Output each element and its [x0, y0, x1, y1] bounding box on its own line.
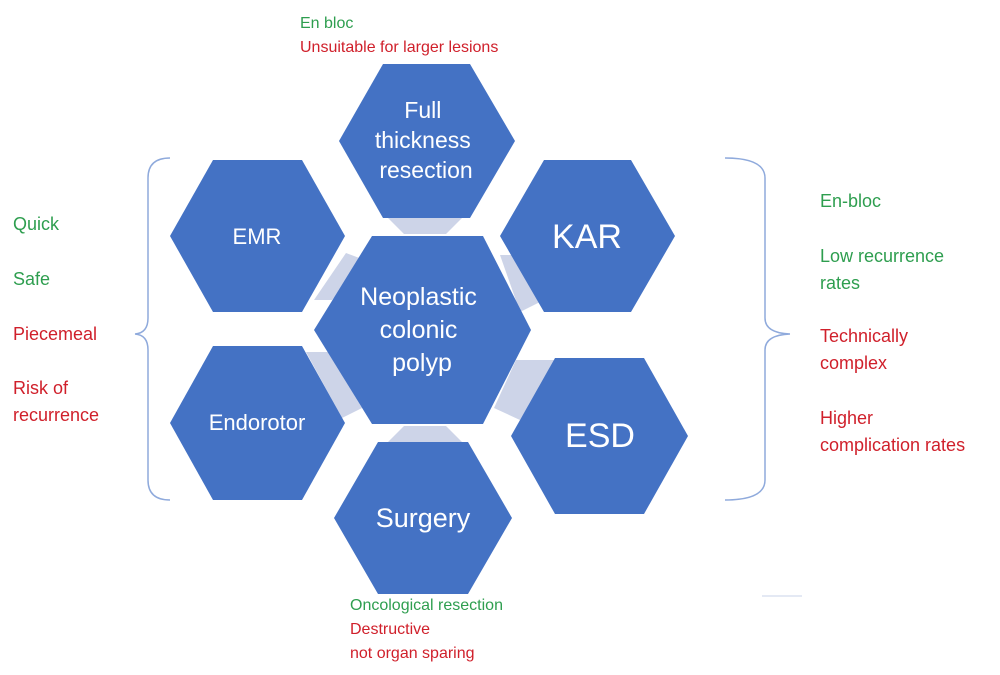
bottom-note-con-1: Destructive	[350, 621, 431, 638]
hexagon-kar-label: KAR	[552, 218, 622, 256]
connector-upper-right	[500, 255, 540, 312]
hexagon-fullthickness-label: Full thickness resection	[375, 97, 477, 183]
fullthickness-line-2: thickness	[375, 127, 471, 153]
right-note-low-line-1: Low recurrence	[820, 246, 945, 266]
hexagon-emr-label: EMR	[233, 224, 282, 249]
right-note-high-line-1: Higher	[820, 408, 874, 428]
left-note-safe: Safe	[13, 269, 51, 289]
hexagon-surgery-label: Surgery	[376, 503, 471, 533]
right-note-tech-line-2: complex	[820, 353, 888, 373]
left-note-piecemeal: Piecemeal	[13, 324, 98, 344]
top-note-pro: En bloc	[300, 15, 354, 32]
connector-top	[388, 218, 462, 234]
left-note-risk-line-2: recurrence	[13, 405, 100, 425]
left-note-risk: Risk of recurrence	[13, 375, 99, 429]
hexagon-center-label: Neoplastic colonic polyp	[360, 283, 484, 377]
hexagon-center	[314, 236, 531, 424]
hexagon-esd-label: ESD	[565, 417, 635, 455]
hexagon-esd	[511, 358, 688, 514]
left-bracket	[134, 157, 171, 501]
connector-bottom	[388, 426, 462, 442]
bottom-note-con-2: not organ sparing	[350, 645, 475, 662]
hexagon-emr	[170, 160, 345, 312]
connectors	[306, 218, 556, 442]
bottom-note: Oncological resection Destructive not or…	[350, 594, 503, 666]
top-note: En bloc Unsuitable for larger lesions	[300, 12, 550, 60]
left-note-risk-line-1: Risk of	[13, 378, 69, 398]
hexagon-surgery	[334, 442, 512, 594]
right-note-tech-line-1: Technically	[820, 326, 909, 346]
connector-lower-right	[494, 360, 556, 420]
hexagon-endorotor-label: Endorotor	[209, 410, 306, 435]
hexagon-kar	[500, 160, 675, 312]
right-note-low: Low recurrence rates	[820, 243, 944, 297]
connector-lower-left	[306, 352, 362, 418]
hexagons	[170, 64, 688, 594]
top-note-con: Unsuitable for larger lesions	[300, 39, 499, 56]
bottom-note-pro: Oncological resection	[350, 597, 503, 614]
hexagon-fullthickness	[339, 64, 515, 218]
fullthickness-line-3: resection	[379, 157, 472, 183]
fullthickness-line-1: Full	[404, 97, 441, 123]
center-line-1: Neoplastic	[360, 283, 477, 311]
center-line-2: colonic	[380, 316, 458, 344]
right-note-tech: Technically complex	[820, 323, 908, 377]
right-note-enbloc: En-bloc	[820, 191, 882, 211]
right-note-high-line-2: complication rates	[820, 435, 966, 455]
right-note-high: Higher complication rates	[820, 405, 965, 459]
left-note-quick: Quick	[13, 214, 60, 234]
right-bracket	[724, 157, 791, 501]
right-note-low-line-2: rates	[820, 273, 861, 293]
center-line-3: polyp	[392, 349, 452, 377]
hexagon-endorotor	[170, 346, 345, 500]
